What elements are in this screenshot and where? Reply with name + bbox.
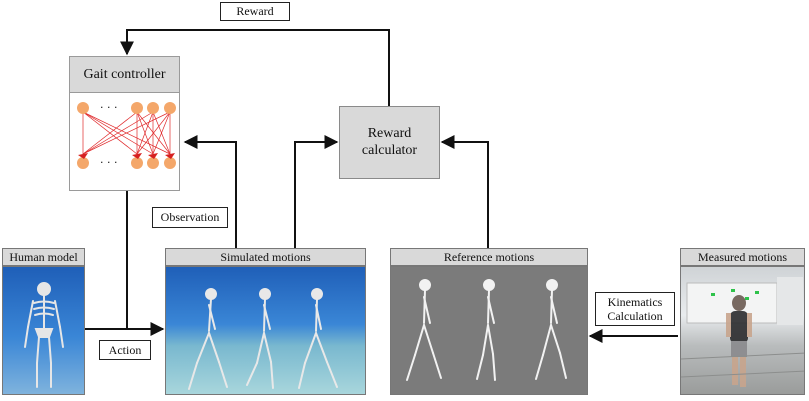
neural-network-icon: · · · · · ·	[77, 101, 176, 169]
measured-motions-image	[680, 266, 805, 395]
sim-to-reward-arrow	[294, 135, 339, 248]
reference-motions-header: Reference motions	[390, 248, 588, 266]
walking-skeletons-icon	[188, 288, 338, 390]
nn-dots-top: · · ·	[100, 101, 117, 114]
gait-controller-header: Gait controller	[70, 57, 179, 93]
observation-arrow	[183, 135, 237, 248]
measured-motions-header: Measured motions	[680, 248, 805, 266]
skeleton-front-icon	[24, 282, 64, 388]
human-model-header: Human model	[2, 248, 85, 266]
kinematics-label: Kinematics Calculation	[595, 292, 675, 326]
human-model-image	[2, 266, 85, 395]
simulated-motions-header: Simulated motions	[165, 248, 366, 266]
action-label: Action	[99, 340, 151, 360]
reward-calculator: Reward calculator	[339, 106, 440, 179]
reward-label: Reward	[220, 2, 290, 21]
reward-arrow	[120, 29, 390, 106]
reference-motions-image	[390, 266, 588, 395]
observation-label: Observation	[152, 207, 228, 228]
simulated-motions-image	[165, 266, 366, 395]
nn-dots-bottom: · · ·	[100, 156, 117, 169]
gait-controller: Gait controller · · · · · ·	[69, 56, 180, 191]
ref-to-reward-arrow	[440, 135, 489, 248]
reference-skeletons-icon	[406, 279, 567, 381]
lab-photo-icon	[681, 277, 804, 387]
